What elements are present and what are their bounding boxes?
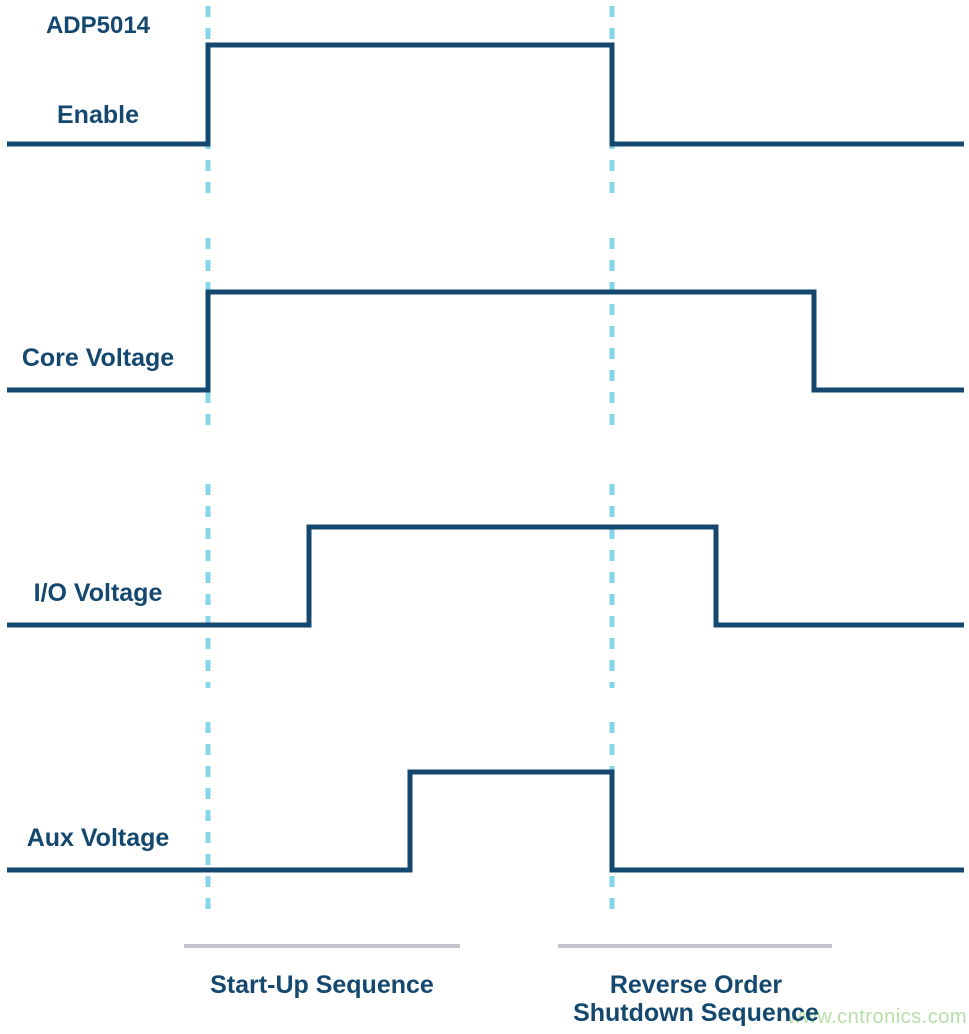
watermark-text: www.cntronics.com [787, 1006, 967, 1028]
chip-title: ADP5014 [45, 12, 151, 39]
waveform-aux-voltage [7, 769, 964, 873]
waveform-enable [7, 42, 964, 147]
signal-label-enable: Enable [57, 101, 139, 129]
startup-sequence-caption: Start-Up Sequence [210, 971, 434, 999]
shutdown-caption-line1: Reverse Order [609, 971, 783, 999]
signal-label-io-voltage: I/O Voltage [33, 579, 163, 607]
signal-label-core-voltage: Core Voltage [21, 344, 175, 372]
signal-label-aux-voltage: Aux Voltage [26, 824, 170, 852]
shutdown-sequence-caption: Reverse Order Shutdown Sequence [558, 971, 834, 1027]
waveform-i-o-voltage [7, 524, 964, 628]
shutdown-caption-line2: Shutdown Sequence [573, 999, 819, 1027]
waveform-core-voltage [7, 289, 964, 393]
